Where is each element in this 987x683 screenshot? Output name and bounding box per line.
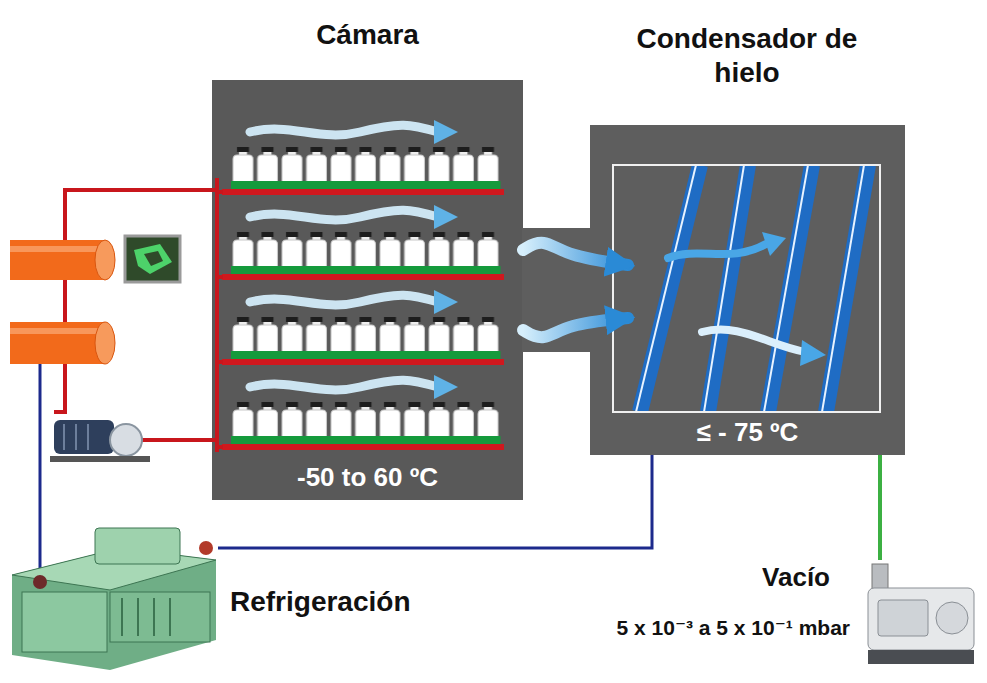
shelves [217, 120, 504, 450]
vapor-wave-head [800, 340, 826, 366]
compressor-rib [137, 598, 139, 636]
condenser-body [590, 125, 905, 455]
coil [768, 166, 812, 411]
motor-rib [75, 424, 77, 450]
drying-chamber: Cámara-50 to 60 ºC [212, 80, 523, 500]
edge-layer [218, 243, 880, 560]
coil [640, 166, 700, 411]
manifold [215, 178, 219, 452]
coil-highlight [704, 166, 744, 411]
refrigeration-compressor: Refrigeración [8, 522, 218, 672]
controller-screen-detail [144, 251, 163, 266]
compressor-body [12, 548, 216, 670]
controller-frame [125, 236, 180, 282]
pressure-range: 5 x 10⁻³ a 5 x 10⁻¹ mbar [617, 615, 850, 640]
condenser-temperature: ≤ - 75 ºC [590, 417, 905, 448]
pump-base [868, 650, 974, 664]
controller-screen [134, 244, 172, 274]
chamber-body [212, 80, 523, 500]
pump-base [50, 456, 150, 462]
refrigeration-label: Refrigeración [230, 585, 411, 619]
pump-panel [878, 600, 928, 636]
compressor-head [95, 528, 180, 564]
coil [708, 166, 748, 411]
vapor-flow-arrow [523, 318, 628, 337]
chamber-heading: Cámara [212, 18, 523, 52]
heat-exchangers [10, 240, 115, 364]
heating-pipes [54, 178, 217, 452]
refrigerant-line [39, 364, 42, 580]
pipe [54, 364, 65, 412]
compressor-rib [153, 598, 155, 636]
pump-housing [868, 588, 974, 650]
pump-motor [54, 420, 114, 454]
pump-head [110, 424, 142, 456]
vacuum-pump: Vacío5 x 10⁻³ a 5 x 10⁻¹ mbar [865, 560, 977, 670]
motor-rib [63, 424, 65, 450]
vacuum-label: Vacío [762, 562, 830, 593]
pipe [141, 438, 217, 442]
vapor-wave-head [762, 232, 786, 256]
motor-rib [87, 424, 89, 450]
tube-end [95, 240, 115, 280]
tube-highlight [10, 246, 105, 252]
controller [125, 236, 180, 282]
condenser-heading: Condensador de hielo [622, 22, 872, 89]
compressor-inlet [33, 575, 47, 589]
tube-end [95, 322, 115, 364]
tube [10, 240, 105, 280]
compressor-rib [121, 598, 123, 636]
pump-port [872, 564, 888, 590]
condenser-coils [636, 166, 868, 411]
coil [826, 166, 868, 411]
vapor-wave [702, 330, 806, 352]
ice-condenser: Condensador de hielo≤ - 75 ºC [590, 125, 905, 455]
coil-highlight [636, 166, 696, 411]
compressor-illustration [12, 528, 216, 670]
circulation-pump [50, 420, 150, 462]
vacuum-line [878, 455, 882, 560]
pipe [65, 190, 217, 240]
compressor-outlet [199, 541, 213, 555]
compressor-rib [169, 598, 171, 636]
pump-motor [936, 602, 968, 634]
vapor-flow-arrow [523, 243, 628, 265]
vapor-wave [668, 244, 766, 258]
chamber-temperature: -50 to 60 ºC [212, 462, 523, 493]
tube [10, 322, 105, 364]
compressor-side [22, 592, 107, 652]
vacuum-pump-illustration [868, 564, 974, 664]
coil-highlight [764, 166, 808, 411]
compressor-front [110, 592, 210, 642]
coil-highlight [822, 166, 864, 411]
tube-highlight [10, 328, 105, 334]
coil-frame [613, 165, 880, 412]
pipe [63, 280, 67, 322]
